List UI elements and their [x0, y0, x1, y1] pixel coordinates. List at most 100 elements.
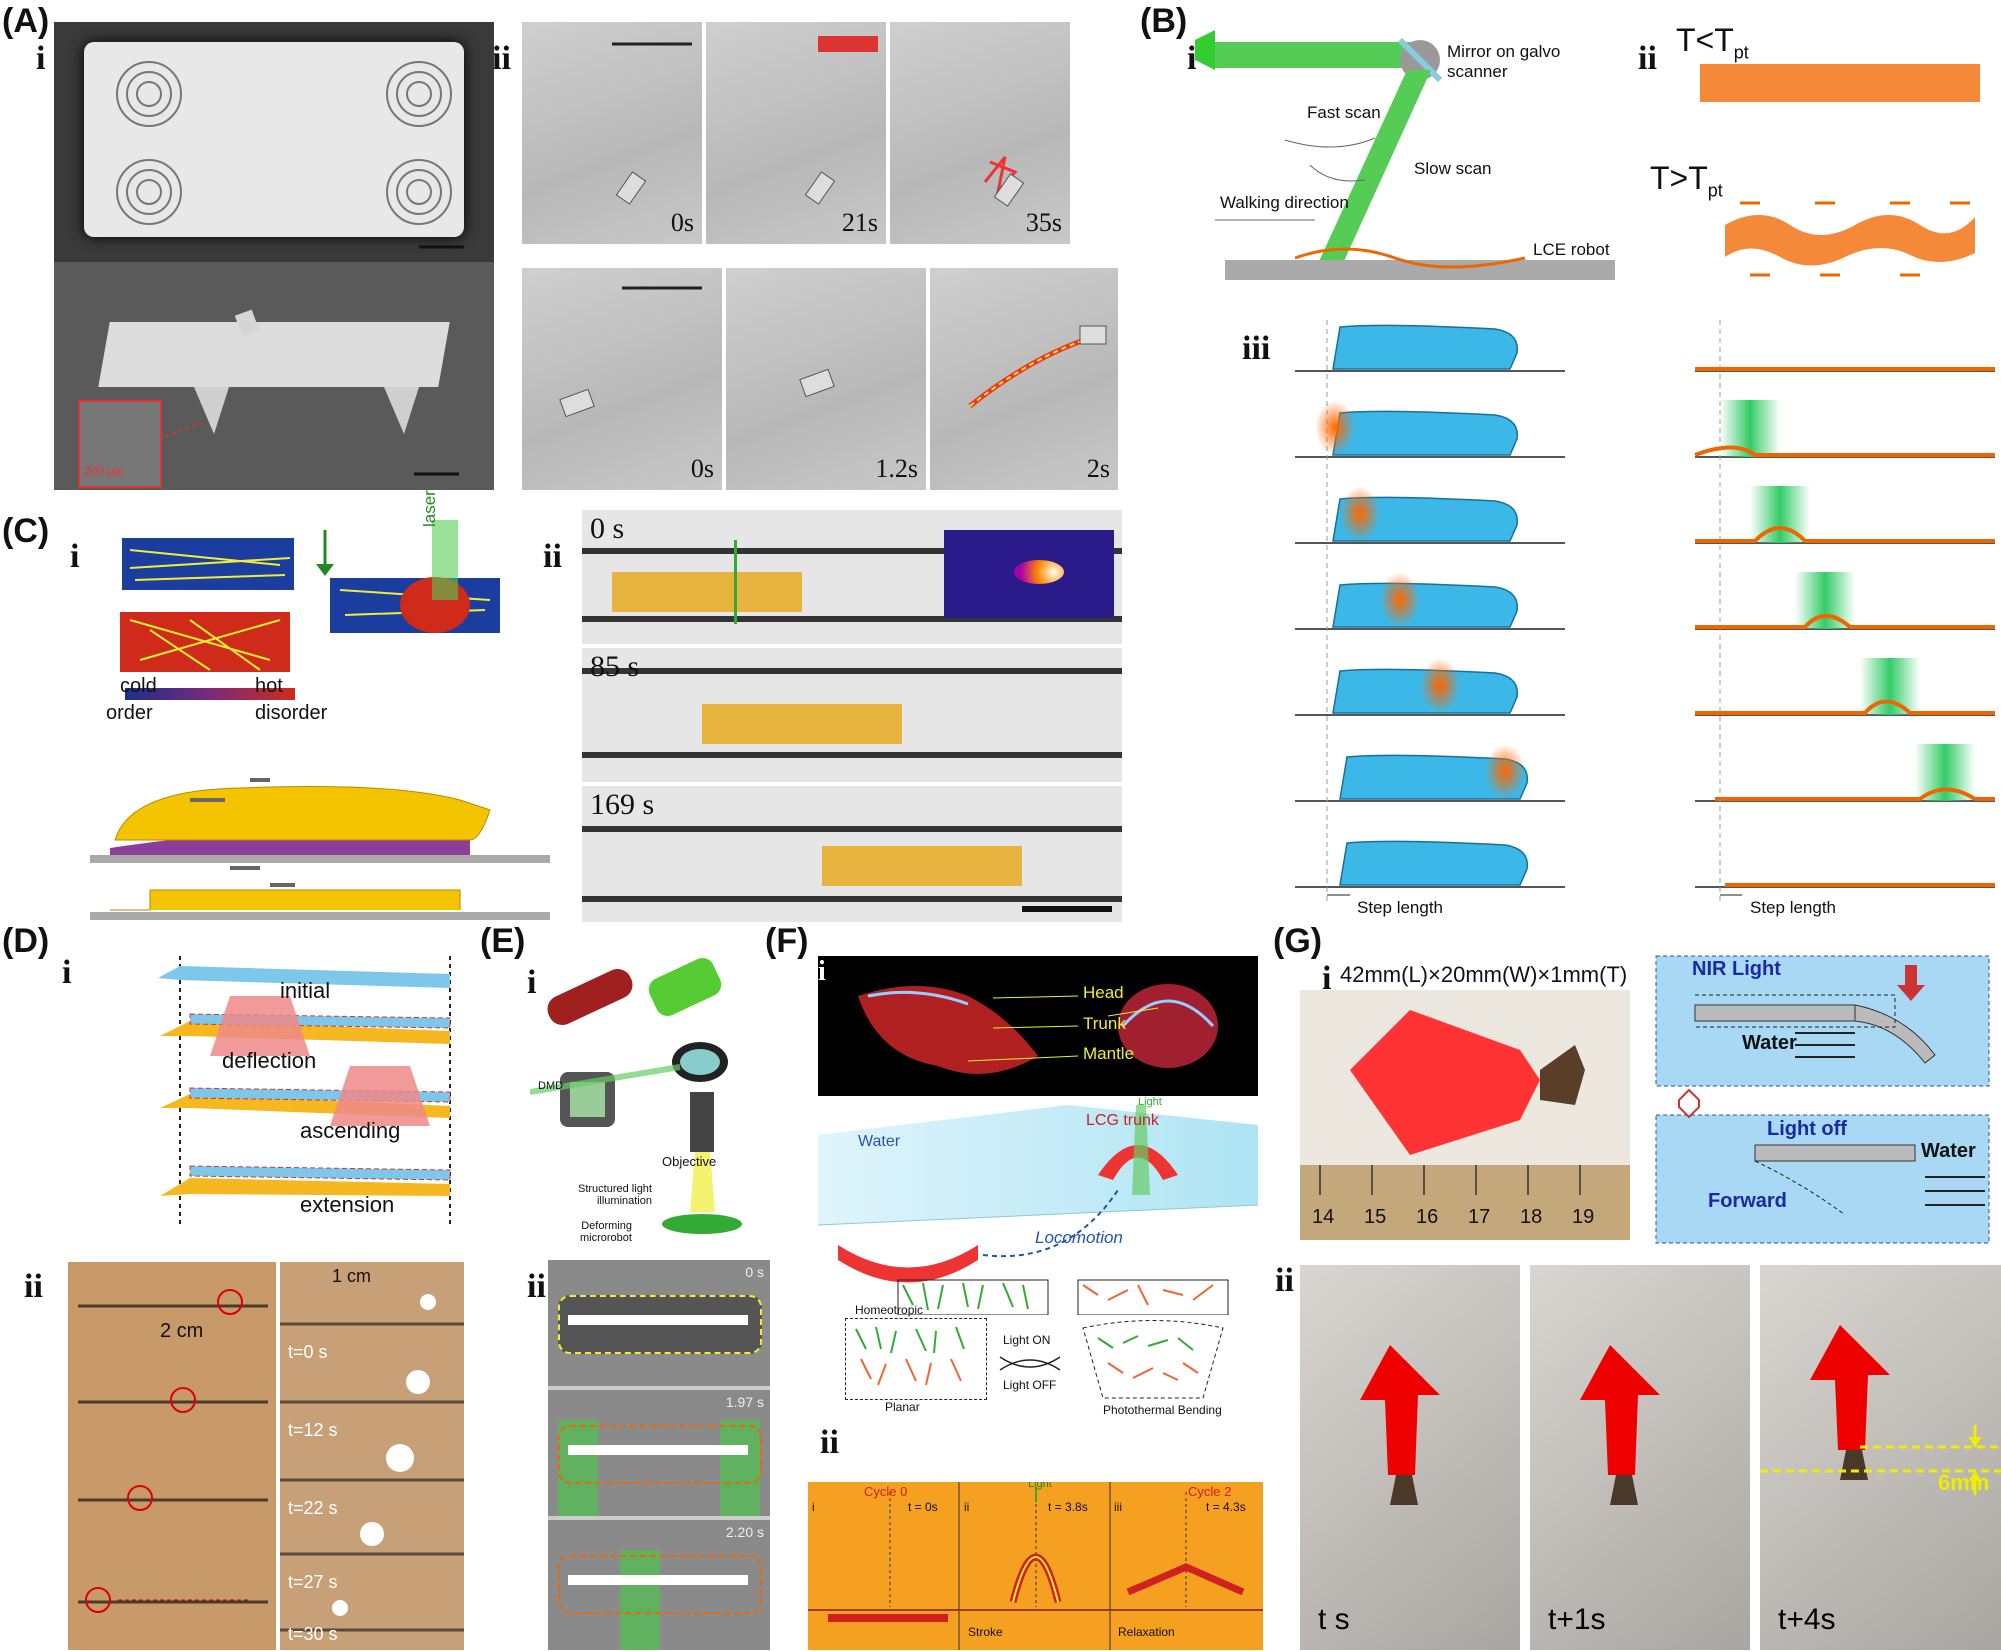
- head-label: Head: [1083, 983, 1124, 1002]
- homeotropic-planar-texture: [845, 1318, 987, 1400]
- panel-f-ii-label: ii: [820, 1424, 839, 1461]
- light-off-label-g: Light off: [1767, 1118, 1847, 1140]
- galvo-scanner-diagram: [1195, 30, 1615, 280]
- panel-a-i-label: i: [36, 40, 46, 77]
- cold-label: cold: [120, 675, 157, 697]
- a-top-frame-1: 0s: [522, 22, 702, 244]
- panel-g-ii-label: ii: [1275, 1262, 1294, 1299]
- panel-d-ii-label: ii: [24, 1268, 43, 1305]
- a-bottom-frame-3: 2s: [930, 268, 1118, 490]
- a-bottom-frame-1: 0s: [522, 268, 722, 490]
- slug-liquid-crystal-diagram: [90, 520, 550, 920]
- objective-label: Objective: [662, 1154, 717, 1169]
- stage-ascending: ascending: [300, 1118, 401, 1143]
- ruler-14: 14: [1312, 1206, 1335, 1228]
- f-stroke-frames: Cycle 0 Light Cycle 2 i ii iii t = 0s t …: [808, 1482, 1263, 1650]
- structured-light-label: Structured light illumination: [578, 1183, 652, 1207]
- panel-c-label: (C): [2, 512, 50, 550]
- light-cycle-arrows: [999, 1356, 1061, 1371]
- fast-scan-label: Fast scan: [1307, 103, 1381, 122]
- water-label: Water: [858, 1133, 901, 1150]
- panel-g-i-label: i: [1322, 960, 1332, 997]
- c-time-3: 169 s: [590, 788, 655, 821]
- lcg-trunk-label: LCG trunk: [1086, 1112, 1159, 1129]
- sem-cones: [116, 61, 464, 249]
- stage-deflection: deflection: [222, 1048, 317, 1073]
- time-2: t = 4.3s: [1206, 1500, 1246, 1514]
- c-time-1: 0 s: [590, 512, 625, 545]
- c-time-2: 85 s: [590, 650, 640, 683]
- t-greater-label: T>Tpt: [1650, 160, 1723, 201]
- panel-f-i-label: i: [818, 956, 826, 987]
- d-left-photos: 2 cm: [68, 1262, 276, 1650]
- sem-side-image: 200 µm: [54, 262, 494, 490]
- homeotropic-label: Homeotropic: [855, 1303, 924, 1317]
- stage-initial: initial: [280, 978, 331, 1003]
- stroke-label: Stroke: [968, 1625, 1003, 1639]
- disorder-label: disorder: [255, 702, 328, 724]
- trunk-label: Trunk: [1083, 1014, 1126, 1033]
- a-bottom-frame-2: 1.2s: [726, 268, 926, 490]
- e-microrobot-frames: 0 s 1.97 s 2.20 s: [548, 1260, 770, 1650]
- six-mm-label: 6mm: [1938, 1470, 1990, 1495]
- fish-robot-photo: 14 15 16 17 18 19: [1300, 990, 1630, 1240]
- lce-film-wavy: [1725, 201, 1975, 277]
- panel-d-label: (D): [2, 922, 50, 960]
- e-time-2: 1.97 s: [725, 1394, 764, 1410]
- inset-scale-label: 200 µm: [84, 464, 125, 478]
- a-top-time-1: 0s: [670, 208, 694, 237]
- panel-b-ii-label: ii: [1638, 40, 1657, 77]
- d-right-photos: 1 cm t=0 s t=12 s t=22 s t=27 s t=30 s: [280, 1262, 464, 1650]
- time-1: t = 3.8s: [1048, 1500, 1088, 1514]
- t-less-label: T<Tpt: [1676, 22, 1749, 63]
- panel-a-label: (A): [2, 2, 50, 40]
- panel-g-label: (G): [1273, 922, 1323, 960]
- e-time-1: 0 s: [745, 1264, 764, 1280]
- nir-light-mechanism-diagram: [1655, 955, 1990, 1244]
- d-time-3: t=22 s: [288, 1498, 338, 1518]
- locomotion-label: Locomotion: [1035, 1228, 1123, 1247]
- lce-film-flat: [1700, 64, 1980, 102]
- step-length-right: Step length: [1750, 898, 1837, 917]
- planar-label: Planar: [885, 1400, 920, 1414]
- mirror-label: Mirror on galvo scanner: [1447, 42, 1561, 81]
- a-top-time-2: 21s: [841, 208, 878, 237]
- photothermal-bending-texture: [1078, 1318, 1228, 1400]
- deflection-stages-diagram: [158, 956, 451, 1226]
- ruler-17: 17: [1468, 1206, 1491, 1228]
- lce-robot-label: LCE robot: [1533, 240, 1610, 259]
- panel-b-label: (B): [1140, 2, 1188, 40]
- panel-c-ii-label: ii: [543, 538, 562, 575]
- panel-c-i-label: i: [70, 538, 80, 575]
- e-time-3: 2.20 s: [725, 1524, 764, 1540]
- a-bottom-time-3: 2s: [1086, 454, 1110, 483]
- g-fish-frame-1: t s: [1300, 1265, 1520, 1650]
- d-time-2: t=12 s: [288, 1420, 338, 1440]
- panel-a-ii-label: ii: [492, 40, 511, 77]
- sub-ii: ii: [964, 1500, 970, 1514]
- d-time-5: t=30 s: [288, 1624, 338, 1644]
- a-bottom-time-2: 1.2s: [875, 454, 918, 483]
- cycle2-label: Cycle 2: [1188, 1484, 1232, 1499]
- panel-f-label: (F): [765, 922, 809, 960]
- sub-i: i: [812, 1500, 815, 1514]
- sem-inset: 200 µm: [78, 400, 162, 488]
- lcg-trunk-locomotion-diagram: [818, 1105, 1258, 1315]
- a-top-frame-3: 35s: [890, 22, 1070, 244]
- g-time-3: t+4s: [1778, 1603, 1836, 1636]
- dist-2cm: 2 cm: [160, 1320, 204, 1342]
- panel-e-label: (E): [480, 922, 526, 960]
- sub-iii: iii: [1114, 1500, 1122, 1514]
- mantle-label: Mantle: [1083, 1044, 1135, 1063]
- time-0: t = 0s: [908, 1500, 938, 1514]
- sea-slug-photo: i Head Trunk Mantle: [818, 956, 1258, 1096]
- g-fish-frame-3: 6mm t+4s: [1760, 1265, 2001, 1650]
- ruler-16: 16: [1416, 1206, 1439, 1228]
- fish-dimensions: 42mm(L)×20mm(W)×1mm(T): [1340, 962, 1628, 987]
- panel-e-ii-label: ii: [527, 1268, 546, 1305]
- slug-locomotion-frames: 0 s 85 s 169 s: [582, 510, 1122, 922]
- stage-extension: extension: [300, 1192, 395, 1217]
- d-time-1: t=0 s: [288, 1342, 328, 1362]
- ruler-19: 19: [1572, 1206, 1595, 1228]
- a-top-time-3: 35s: [1025, 208, 1062, 237]
